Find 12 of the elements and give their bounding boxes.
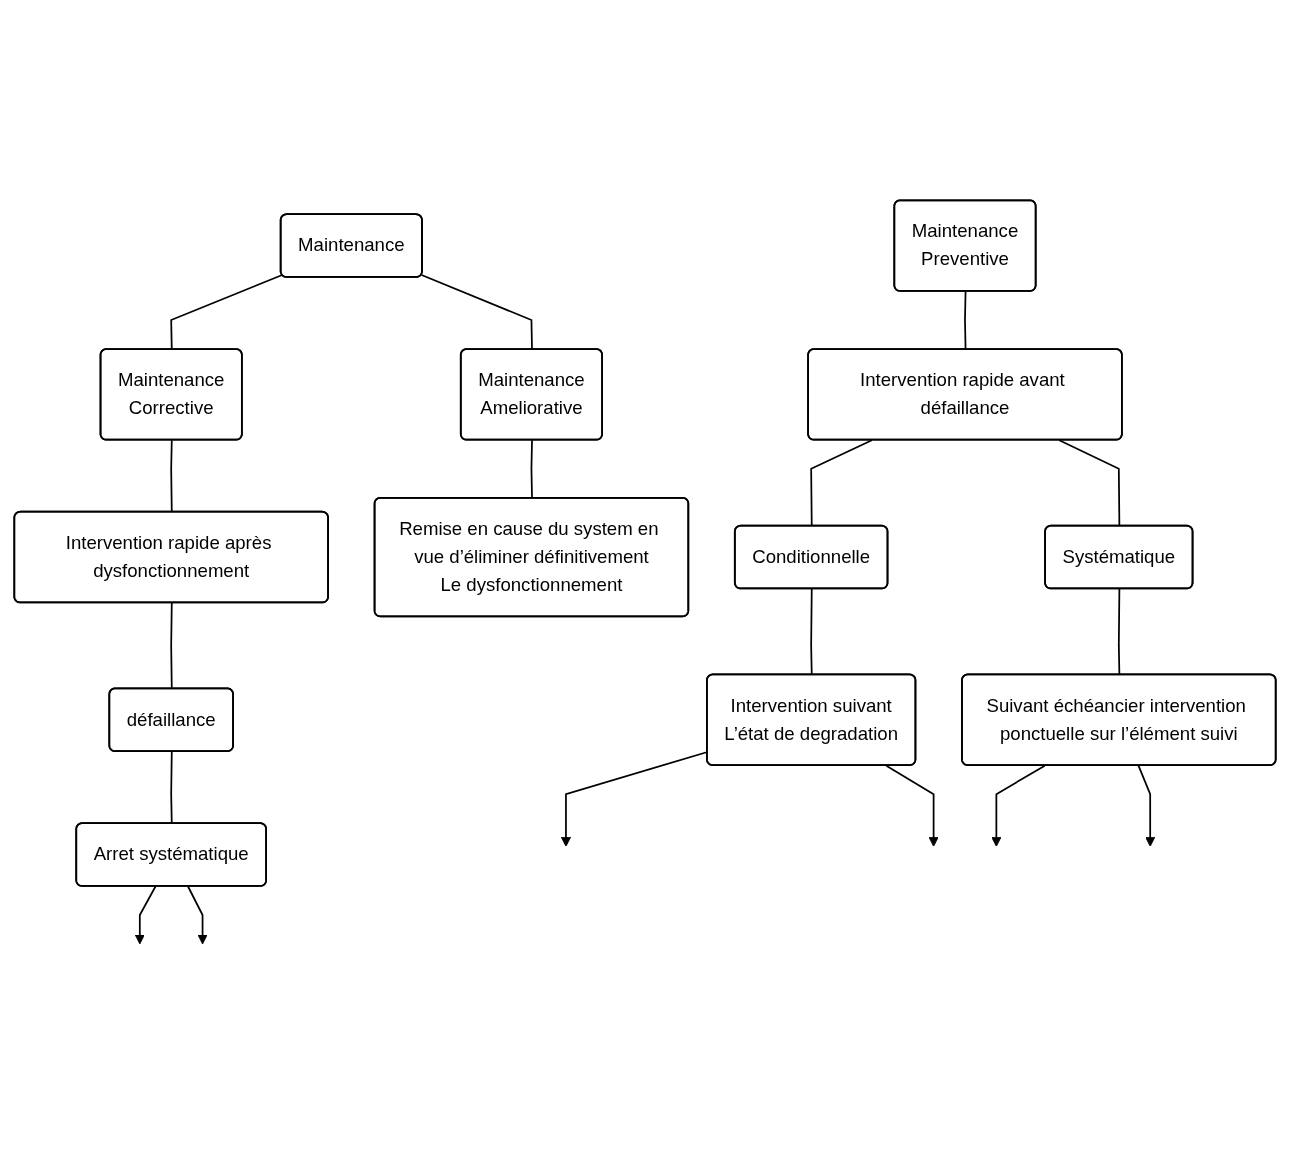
arrow (134, 885, 157, 945)
connector (530, 439, 533, 499)
arrow (885, 764, 939, 847)
connector (1117, 587, 1121, 676)
connector (1058, 439, 1121, 527)
connector (810, 587, 813, 676)
arrow (991, 764, 1046, 847)
connector (810, 439, 873, 527)
connector (170, 601, 173, 690)
connector (170, 439, 173, 513)
arrow (187, 885, 208, 945)
arrow (1137, 764, 1156, 847)
